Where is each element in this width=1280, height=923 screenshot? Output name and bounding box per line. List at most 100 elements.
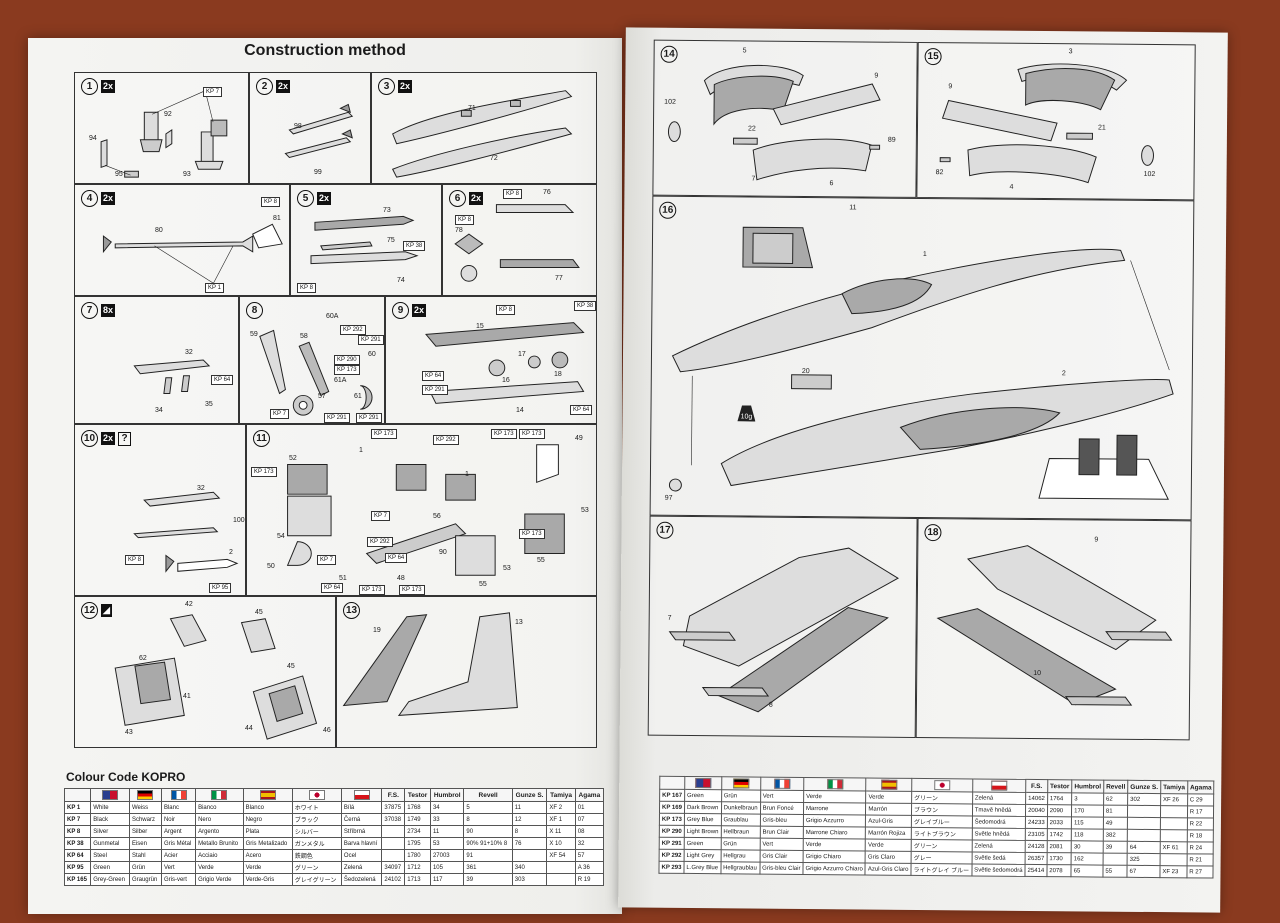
table-cell: Verde xyxy=(195,861,244,874)
table-cell: X 10 xyxy=(546,837,576,850)
table-cell xyxy=(381,849,406,862)
table-cell: 24128 xyxy=(1025,840,1048,853)
table-cell: Marrón Rojiza xyxy=(865,827,912,840)
part-label: 5 xyxy=(742,47,747,55)
table-cell: 2081 xyxy=(1046,840,1072,853)
table-cell xyxy=(1160,817,1188,830)
table-cell: Verde-Gris xyxy=(242,873,293,886)
header-cell: Humbrol xyxy=(1071,779,1104,794)
table-cell: XF 23 xyxy=(1159,865,1187,878)
step-number: 15 xyxy=(924,47,942,66)
table-cell: X 11 xyxy=(546,825,576,838)
it-flag-icon xyxy=(826,779,843,790)
header-cell: Testor xyxy=(404,788,431,802)
table-cell: Silver xyxy=(90,825,130,838)
part-label: 60 xyxy=(368,351,376,358)
table-cell: Grigio Chiaro xyxy=(803,850,866,864)
uk-us-flag-icon xyxy=(102,790,119,800)
table-cell: 24233 xyxy=(1025,816,1048,829)
table-cell: 20040 xyxy=(1025,804,1048,817)
part-label: 44 xyxy=(245,725,253,732)
part-label: 93 xyxy=(183,171,191,178)
table-cell: Black xyxy=(90,813,130,826)
table-cell: 1742 xyxy=(1047,828,1072,841)
colour-code-cell: KP 293 xyxy=(658,861,684,874)
es-flag-icon xyxy=(259,790,276,800)
part-label: 45 xyxy=(255,609,263,616)
part-label: 9 xyxy=(1094,536,1099,544)
table-cell: ガンメタル xyxy=(291,837,342,850)
rocket-pod-drawing xyxy=(102,223,283,284)
step-number: 10 xyxy=(81,430,98,447)
part-label: KP 64 xyxy=(321,583,344,593)
fr-flag-icon xyxy=(170,790,187,800)
table-cell: ライトグレイ ブルー xyxy=(910,863,972,876)
part-label: KP 38 xyxy=(574,301,596,311)
part-label: 45 xyxy=(287,663,295,670)
header-cell: F.S. xyxy=(381,788,406,802)
part-label: KP 173 xyxy=(251,467,277,477)
step-13-panel: 13 19 13 xyxy=(336,596,597,748)
right-page: 14 5 9 102 22 89 7 6 15 3 9 21 82 102 xyxy=(618,27,1228,913)
part-label: KP 8 xyxy=(455,215,474,225)
step-number: 5 xyxy=(297,190,314,207)
table-cell: XF 26 xyxy=(1160,793,1188,806)
part-label: KP 173 xyxy=(359,585,385,595)
part-label: 4 xyxy=(1009,183,1014,191)
table-cell: R 24 xyxy=(1186,841,1214,855)
step-number: 9 xyxy=(392,302,409,319)
table-cell: Dark Brown xyxy=(684,801,722,814)
table-cell: 33 xyxy=(429,813,465,826)
part-label: KP 173 xyxy=(334,365,360,375)
table-cell: Gris-vert xyxy=(160,873,197,886)
step-number: 11 xyxy=(253,430,270,447)
header-cell: Gunze S. xyxy=(511,788,548,802)
header-cell: Humbrol xyxy=(429,788,465,802)
table-cell: ホワイト xyxy=(291,801,342,814)
flag-header-cell xyxy=(291,788,342,802)
table-cell: 3 xyxy=(1071,792,1104,806)
colour-code-cell: KP 292 xyxy=(659,849,685,862)
table-cell xyxy=(511,849,548,862)
part-label: KP 38 xyxy=(403,241,426,251)
part-label: 80 xyxy=(155,227,163,234)
table-cell: Schwarz xyxy=(128,813,162,826)
table-cell: 64 xyxy=(1127,841,1161,854)
table-cell: 07 xyxy=(574,813,605,826)
part-label: KP 7 xyxy=(270,409,289,419)
colour-code-heading: Colour Code KOPRO xyxy=(66,770,186,784)
pod-halves-drawing xyxy=(310,215,419,265)
seat-parts-drawing xyxy=(100,90,228,178)
part-label: KP 291 xyxy=(356,413,382,423)
part-label: 20 xyxy=(801,367,810,376)
part-label: 32 xyxy=(185,349,193,356)
table-cell: Šedomodrá xyxy=(972,815,1026,829)
table-cell: R 17 xyxy=(1187,805,1215,819)
table-cell: Grigio Azzurro xyxy=(803,814,866,828)
colour-code-cell: KP 169 xyxy=(659,801,685,814)
table-cell: 08 xyxy=(574,825,605,838)
table-cell xyxy=(381,837,406,850)
table-cell: Verde xyxy=(865,791,912,804)
table-cell: 01 xyxy=(574,801,605,814)
table-cell: Verde xyxy=(865,839,912,852)
jp-flag-icon xyxy=(308,790,325,800)
part-label: 7 xyxy=(667,614,672,622)
part-label: 76 xyxy=(543,189,551,196)
part-label: 19 xyxy=(373,627,381,634)
table-cell: L.Grey Blue xyxy=(683,861,721,874)
table-cell: Green xyxy=(684,789,722,802)
part-label: KP 8 xyxy=(261,197,280,207)
part-label: 89 xyxy=(887,136,896,144)
flag-header-cell xyxy=(160,788,197,802)
table-cell: A 36 xyxy=(574,861,605,874)
part-label: 43 xyxy=(125,729,133,736)
part-label: 1 xyxy=(465,471,469,478)
tank-fins-drawing xyxy=(454,204,580,282)
flag-header-cell xyxy=(760,777,804,791)
table-cell: 1749 xyxy=(404,813,431,826)
